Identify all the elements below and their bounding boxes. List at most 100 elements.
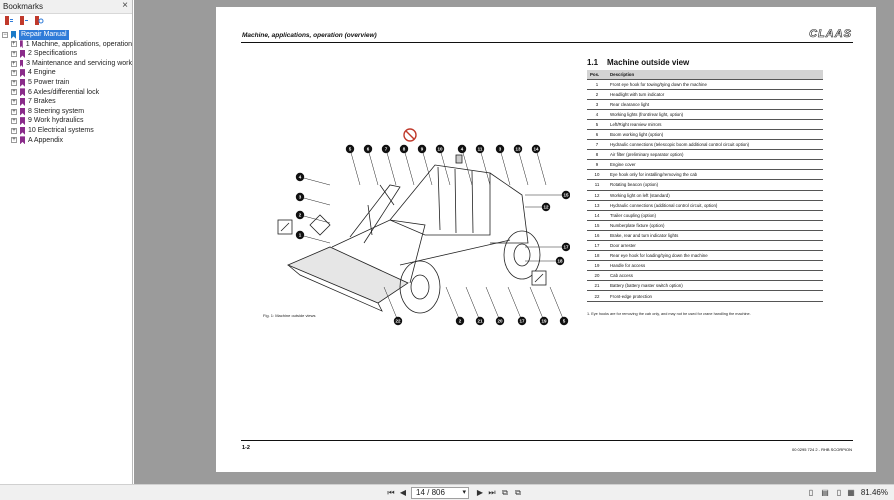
pos-cell: 9	[587, 159, 607, 171]
expand-toggle-icon[interactable]: +	[11, 89, 17, 96]
callout-label: 21	[477, 319, 483, 324]
tree-item-root[interactable]: − Repair Manual	[2, 30, 132, 40]
callout-label: 11	[478, 147, 483, 152]
next-page-icon[interactable]: ▶	[476, 488, 484, 497]
tree-item-label[interactable]: 9 Work hydraulics	[28, 117, 84, 125]
zoom-level[interactable]: 81.46%	[860, 488, 888, 497]
expand-toggle-icon[interactable]: +	[11, 137, 17, 144]
description-cell: Trailer coupling (option)	[607, 210, 823, 221]
status-bar: ⏮ ◀ 14 / 806 ▾ ▶ ⏭ ⧉ ⧉ ▯ ▤ ▯ ▦ 81.46%	[0, 484, 894, 500]
tree-item[interactable]: +4 Engine	[2, 68, 132, 78]
pos-cell: 4	[587, 109, 607, 120]
tree-item-label[interactable]: 5 Power train	[28, 78, 70, 86]
tree-item[interactable]: +3 Maintenance and servicing work	[2, 59, 132, 69]
expand-toggle-icon[interactable]: +	[11, 118, 17, 125]
callout-9: 9	[417, 144, 433, 186]
callout-18: 18	[525, 256, 565, 266]
tree-item[interactable]: +7 Brakes	[2, 97, 132, 107]
callout-11: 11	[475, 144, 491, 186]
expand-bookmark-icon[interactable]	[4, 16, 14, 26]
bookmarks-panel: Bookmarks × − Repair Manual +1 Machine, …	[0, 0, 133, 484]
tree-item-label[interactable]: 6 Axles/differential lock	[28, 88, 100, 96]
page-number-input[interactable]: 14 / 806 ▾	[411, 487, 469, 499]
bookmark-icon	[19, 59, 24, 68]
previous-page-icon[interactable]: ◀	[399, 488, 407, 497]
continuous-facing-view-icon[interactable]: ▦	[847, 488, 855, 497]
callout-circle	[457, 144, 467, 154]
bookmark-icon	[20, 107, 25, 116]
leader-line	[299, 196, 331, 206]
callout-label: 3	[299, 195, 302, 200]
leader-line	[299, 176, 331, 186]
pos-cell: 22	[587, 290, 607, 302]
tree-item-label[interactable]: A Appendix	[28, 136, 64, 144]
tree-item[interactable]: +6 Axles/differential lock	[2, 88, 132, 98]
pos-cell: 13	[587, 200, 607, 211]
expand-toggle-icon[interactable]: +	[11, 108, 17, 115]
tree-item[interactable]: +5 Power train	[2, 78, 132, 88]
facing-view-icon[interactable]: ▯	[836, 488, 842, 497]
callout-label: 1	[299, 233, 302, 238]
document-viewport[interactable]: Machine, applications, operation (overvi…	[134, 0, 894, 484]
callout-circle	[381, 144, 391, 154]
callout-circle	[513, 144, 523, 154]
chevron-down-icon[interactable]: ▾	[462, 489, 466, 496]
tree-item-label[interactable]: 4 Engine	[28, 69, 56, 77]
tree-item-label[interactable]: 8 Steering system	[28, 107, 85, 115]
pos-cell: 18	[587, 250, 607, 262]
expand-toggle-icon[interactable]: +	[11, 127, 17, 134]
expand-toggle-icon[interactable]: +	[11, 50, 17, 57]
continuous-view-icon[interactable]: ▤	[821, 488, 829, 497]
callout-label: 4	[461, 147, 464, 152]
tree-item-label[interactable]: 2 Specifications	[28, 50, 78, 58]
tree-item[interactable]: +8 Steering system	[2, 107, 132, 117]
tree-item-label[interactable]: 7 Brakes	[28, 98, 56, 106]
tree-item[interactable]: +10 Electrical systems	[2, 126, 132, 136]
description-cell: Hydraulic connections (telescopic boom a…	[607, 139, 823, 151]
leader-line	[299, 214, 331, 224]
close-icon[interactable]: ×	[122, 0, 128, 11]
find-bookmark-icon[interactable]	[34, 16, 44, 26]
collapse-toggle-icon[interactable]: −	[2, 31, 8, 38]
collapse-bookmark-icon[interactable]	[19, 16, 29, 26]
tree-item-label[interactable]: 1 Machine, applications, operation	[25, 40, 132, 48]
callout-circle	[495, 316, 505, 326]
expand-toggle-icon[interactable]: +	[11, 60, 17, 67]
expand-toggle-icon[interactable]: +	[11, 70, 17, 77]
tree-item-label[interactable]: 10 Electrical systems	[28, 126, 94, 134]
footer-rule	[241, 440, 853, 441]
pos-cell: 3	[587, 99, 607, 110]
callout-21: 21	[465, 286, 485, 326]
tree-item-label[interactable]: Repair Manual	[19, 30, 69, 40]
pos-cell: 2	[587, 89, 607, 100]
callout-label: 9	[421, 147, 424, 152]
tree-item[interactable]: +1 Machine, applications, operation	[2, 40, 132, 50]
go-forward-icon[interactable]: ⧉	[515, 488, 521, 497]
first-page-icon[interactable]: ⏮	[387, 488, 395, 497]
go-back-icon[interactable]: ⧉	[502, 488, 508, 497]
single-page-view-icon[interactable]: ▯	[808, 488, 814, 497]
description-cell: Rear clearance light	[607, 99, 823, 110]
last-page-icon[interactable]: ⏭	[488, 488, 496, 497]
tree-item-label[interactable]: 3 Maintenance and servicing work	[26, 59, 132, 67]
description-cell: Front eye hook for towing/tying down the…	[607, 79, 823, 90]
callout-1: 1	[295, 230, 331, 244]
expand-toggle-icon[interactable]: +	[11, 41, 17, 48]
tree-item[interactable]: + A Appendix	[2, 136, 132, 146]
expand-toggle-icon[interactable]: +	[11, 79, 17, 86]
tree-item[interactable]: +2 Specifications	[2, 49, 132, 59]
tree-item[interactable]: +9 Work hydraulics	[2, 116, 132, 126]
callout-circle	[475, 144, 485, 154]
expand-toggle-icon[interactable]: +	[11, 98, 17, 105]
leader-line	[349, 148, 361, 186]
